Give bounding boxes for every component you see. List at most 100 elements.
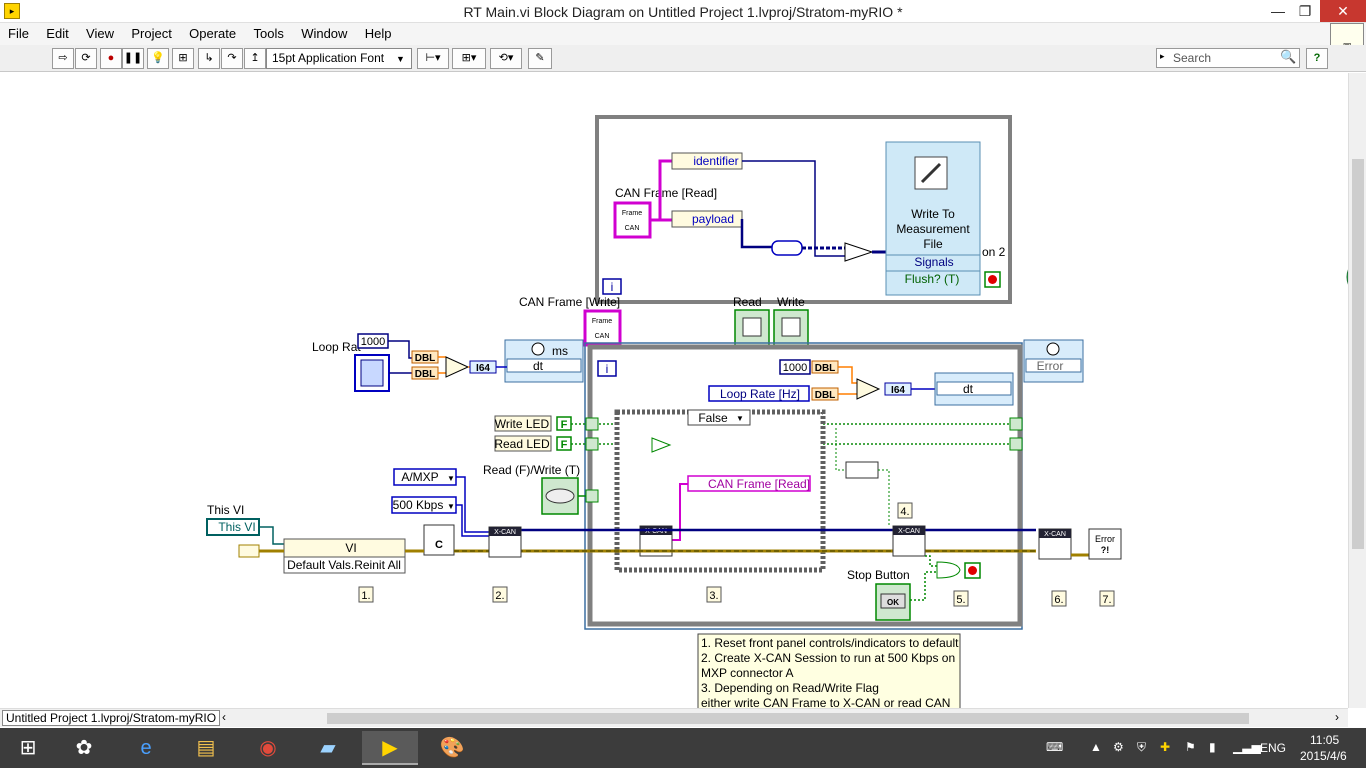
file-explorer-icon[interactable]: ▤ (196, 737, 216, 759)
menu-view[interactable]: View (86, 26, 114, 41)
read-frame-wire[interactable] (672, 483, 688, 541)
simple-error-handler[interactable] (1088, 528, 1122, 560)
loop-rate-wires[interactable] (388, 340, 412, 374)
step-out-icon[interactable]: ↥ (244, 48, 266, 69)
invoke-method[interactable] (283, 556, 406, 574)
write-led-icon (781, 317, 801, 337)
payload-wire[interactable] (740, 219, 772, 249)
menu-project[interactable]: Project (131, 26, 172, 41)
internet-explorer-icon[interactable]: e (140, 737, 152, 759)
block-diagram-canvas[interactable]: i CAN Frame [Read] Frame CAN identifier … (0, 73, 1348, 708)
step-over-icon[interactable]: ↷ (221, 48, 243, 69)
error-output-terminal[interactable] (1025, 358, 1082, 373)
shift-register-left-a[interactable] (585, 417, 599, 431)
battery-icon[interactable]: ▮ (1209, 740, 1216, 754)
reorder-icon[interactable]: ⟲▾ (490, 48, 522, 69)
rw-tunnel[interactable] (585, 489, 599, 503)
error-cluster-const[interactable] (238, 544, 260, 558)
vertical-scroll-thumb[interactable] (1352, 159, 1364, 549)
divide-node-a[interactable] (445, 356, 470, 378)
shift-register-left-b[interactable] (585, 437, 599, 451)
scroll-left-icon[interactable]: ‹ (222, 710, 226, 724)
step-5-label: 5. (956, 594, 965, 606)
loop-rate-hz-local[interactable] (708, 385, 810, 402)
write-led-local[interactable] (494, 415, 552, 432)
vi-ref-wire[interactable] (259, 526, 285, 545)
tray-app-icon[interactable]: ⚙ (1113, 740, 1124, 754)
chrome-icon[interactable]: ◉ (259, 737, 277, 759)
menu-help[interactable]: Help (364, 26, 392, 41)
maximize-button[interactable]: ❐ (1298, 3, 1312, 19)
clock-time[interactable]: 11:05 (1310, 733, 1340, 747)
led-bundle-wire[interactable] (835, 428, 890, 526)
flag-icon[interactable]: ⚑ (1185, 740, 1196, 754)
search-icon[interactable]: 🔍 (1280, 49, 1297, 64)
shield-icon[interactable]: ⛨ (1137, 740, 1147, 754)
pause-icon[interactable]: ❚❚ (122, 48, 144, 69)
windows-start-icon[interactable]: ⊞ (19, 737, 37, 759)
dbl-wires[interactable] (438, 356, 446, 374)
can-frame-read-control[interactable] (613, 201, 652, 239)
bundle-node[interactable] (845, 461, 879, 479)
language-indicator[interactable]: ENG (1260, 741, 1287, 755)
abort-icon[interactable]: ● (100, 48, 122, 69)
dbl-label-a: DBL (415, 353, 436, 364)
network-icon[interactable]: ▁▃▅ (1233, 740, 1261, 754)
const-1000-b[interactable] (779, 359, 811, 375)
scroll-right-icon[interactable]: › (1335, 710, 1339, 724)
menu-tools[interactable]: Tools (253, 26, 284, 41)
close-button[interactable]: ✕ (1320, 0, 1366, 22)
dt-next-terminal[interactable] (936, 381, 1012, 396)
tray-up-icon[interactable]: ▲ (1090, 740, 1102, 754)
project-target-label[interactable]: Untitled Project 1.lvproj/Stratom-myRIO (2, 710, 221, 726)
can-frame-write-control[interactable] (583, 309, 622, 347)
labview-taskbar-icon[interactable]: ▶ (362, 731, 418, 765)
menu-operate[interactable]: Operate (189, 26, 237, 41)
identifier-wire[interactable] (742, 160, 845, 257)
dt-input-terminal[interactable] (506, 358, 582, 373)
taskbar: ⊞ ✿ e ▤ ◉ ▰ ▶ 🎨 ⌨ ▲ ⚙ ⛨ ✚ ⚑ ▮ ▁▃▅ ENG 11… (0, 728, 1366, 768)
font-select[interactable]: 15pt Application Font (266, 48, 412, 69)
run-continuous-icon[interactable]: ⟳ (75, 48, 97, 69)
cleanup-diagram-icon[interactable]: ✎ (528, 48, 552, 69)
not-node[interactable] (651, 437, 672, 453)
shift-register-right-a[interactable] (1009, 417, 1023, 431)
dbl-wires-b[interactable] (838, 366, 857, 395)
distribute-objects-icon[interactable]: ⊞▾ (452, 48, 486, 69)
read-led-local[interactable] (494, 435, 552, 452)
align-objects-icon[interactable]: ⊢▾ (417, 48, 449, 69)
i64-label-b: I64 (891, 385, 905, 396)
search-input[interactable]: Search (1156, 48, 1300, 68)
highlight-execution-icon[interactable]: 💡 (147, 48, 169, 69)
tray-plus-icon[interactable]: ✚ (1160, 740, 1171, 754)
paint-icon[interactable]: 🎨 (439, 737, 465, 759)
clock-date[interactable]: 2015/4/6 (1300, 749, 1347, 763)
inner-while-loop[interactable] (587, 344, 1023, 627)
keyboard-icon[interactable]: ⌨ (1046, 740, 1064, 754)
merge-signals-node[interactable] (844, 242, 874, 262)
clear-errors-node[interactable] (423, 524, 455, 556)
notes-app-icon[interactable]: ▰ (320, 737, 336, 759)
stop-wire[interactable] (910, 555, 937, 601)
divide-node-b[interactable] (856, 378, 881, 400)
menu-window[interactable]: Window (301, 26, 348, 41)
horizontal-scroll-thumb[interactable] (327, 713, 1249, 724)
menu-file[interactable]: File (8, 26, 29, 41)
case-selector[interactable] (687, 409, 751, 426)
retain-wire-values-icon[interactable]: ⊞ (172, 48, 194, 69)
array-to-dynamic-node[interactable] (771, 240, 803, 256)
minimize-button[interactable]: — (1271, 3, 1285, 19)
context-help-button[interactable]: ? (1306, 48, 1328, 69)
floating-badge[interactable] (1346, 258, 1348, 296)
shift-register-right-b[interactable] (1009, 437, 1023, 451)
or-node[interactable] (936, 561, 961, 579)
comment-box[interactable] (697, 633, 961, 708)
config-wires[interactable] (456, 476, 490, 537)
cluster-wire[interactable] (650, 159, 672, 222)
menu-edit[interactable]: Edit (46, 26, 69, 41)
step-into-icon[interactable]: ↳ (198, 48, 220, 69)
run-arrow-icon[interactable]: ⇨ (52, 48, 74, 69)
horizontal-scrollbar[interactable]: Untitled Project 1.lvproj/Stratom-myRIO … (0, 708, 1348, 727)
vertical-scrollbar[interactable] (1348, 73, 1366, 708)
pinwheel-app-icon[interactable]: ✿ (75, 737, 93, 759)
